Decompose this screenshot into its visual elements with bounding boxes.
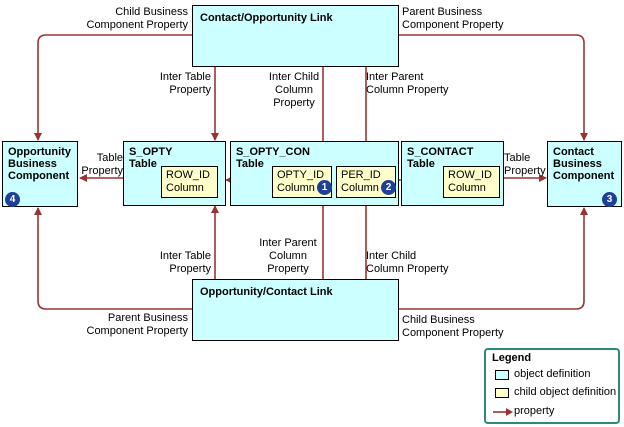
label-inter-parent-column-property-bottom: Inter Parent Column Property <box>259 237 317 275</box>
label-inter-child-column-property-bottom: Inter Child Column Property <box>366 250 449 275</box>
legend-child-swatch <box>495 388 509 398</box>
child-bc-property-arrow-top <box>34 34 192 141</box>
label-parent-bc-property-bottom: Parent Business Component Property <box>86 312 189 337</box>
label-inter-parent-column-property-top: Inter Parent Column Property <box>366 71 449 96</box>
legend: Legend object definition child object de… <box>484 348 620 424</box>
opportunity-contact-link-box[interactable]: Opportunity/Contact Link <box>192 279 399 341</box>
child-bc-property-arrow-bottom <box>398 207 588 310</box>
badge-2: 2 <box>381 180 396 195</box>
label-parent-bc-property-top: Parent Business Component Property <box>402 6 504 31</box>
contact-opportunity-link-title: Contact/Opportunity Link <box>200 12 333 24</box>
s-contact-row-id-column[interactable]: ROW_ID Column <box>443 166 500 198</box>
label-inter-child-column-property-top: Inter Child Column Property <box>268 71 320 109</box>
opportunity-business-component-title: Opportunity Business Component <box>8 146 71 182</box>
contact-opportunity-link-box[interactable]: Contact/Opportunity Link <box>192 5 399 67</box>
parent-bc-property-arrow-bottom <box>34 207 192 310</box>
legend-object-definition: object definition <box>514 368 591 380</box>
s-opty-table-title: S_OPTY Table <box>129 146 173 170</box>
badge-1: 1 <box>317 180 332 195</box>
legend-property: property <box>514 405 555 417</box>
label-table-property-left: Table Property <box>81 152 123 177</box>
label-table-property-right: Table Property <box>504 152 546 177</box>
legend-object-swatch <box>495 370 509 380</box>
badge-3: 3 <box>602 192 617 207</box>
badge-4: 4 <box>5 192 20 207</box>
legend-child-object-definition: child object definition <box>514 386 617 398</box>
s-opty-row-id-column[interactable]: ROW_ID Column <box>161 166 218 198</box>
s-contact-table-title: S_CONTACT Table <box>407 146 474 170</box>
legend-title: Legend <box>492 352 532 364</box>
legend-property-arrow-icon <box>493 408 513 416</box>
contact-business-component-title: Contact Business Component <box>553 146 615 182</box>
label-child-bc-property-bottom: Child Business Component Property <box>402 314 504 339</box>
opportunity-contact-link-title: Opportunity/Contact Link <box>200 286 333 298</box>
s-opty-con-table-title: S_OPTY_CON Table <box>236 146 310 170</box>
label-child-bc-property-top: Child Business Component Property <box>86 6 189 31</box>
label-inter-table-property-top: Inter Table Property <box>159 71 211 96</box>
label-inter-table-property-bottom: Inter Table Property <box>159 250 211 275</box>
parent-bc-property-arrow-top <box>398 34 588 141</box>
